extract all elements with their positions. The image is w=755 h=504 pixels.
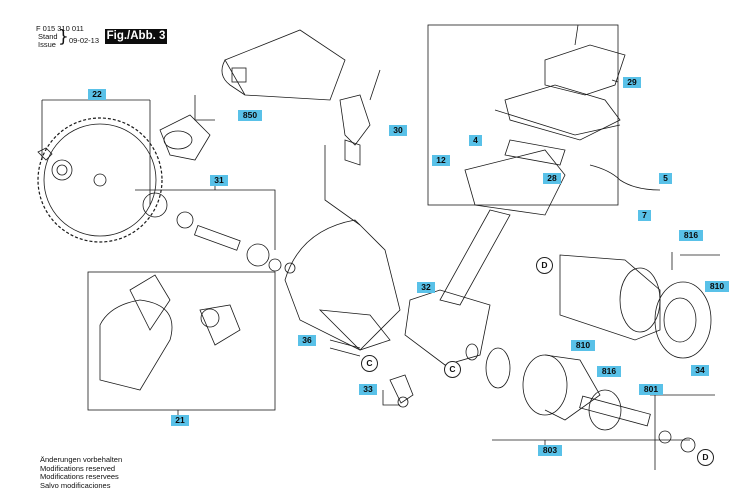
spindle-parts [142, 192, 296, 274]
callout-34: 34 [691, 365, 709, 376]
stator [465, 343, 601, 421]
callout-850: 850 [238, 110, 262, 121]
footer-notice: Änderungen vorbehalten Modifications res… [40, 455, 123, 490]
callout-810-top: 810 [705, 281, 729, 292]
switch-assembly [339, 69, 381, 166]
callout-30: 30 [389, 125, 407, 136]
saw-blade [37, 117, 163, 243]
marker-d-upper: D [536, 257, 553, 274]
callout-32: 32 [417, 282, 435, 293]
clamp-part [389, 374, 414, 408]
armature [579, 389, 696, 453]
callout-33: 33 [359, 384, 377, 395]
callout-36: 36 [298, 335, 316, 346]
callout-31: 31 [210, 175, 228, 186]
leader-bracket-22 [41, 99, 151, 205]
marker-d-lower: D [697, 449, 714, 466]
power-cable [589, 164, 661, 191]
callout-803: 803 [538, 445, 562, 456]
issue-date: 09-02-13 [69, 36, 100, 45]
callout-816-bottom: 816 [597, 366, 621, 377]
callout-12: 12 [432, 155, 450, 166]
issue-label: Issue [38, 40, 56, 49]
handle-cover [494, 44, 626, 141]
footer-line-fr: Modifications reservees [40, 472, 119, 482]
callout-22: 22 [88, 89, 106, 100]
upper-blade-guard [284, 219, 401, 351]
motor-housing [559, 254, 661, 341]
figure-label: Fig./Abb. 3 [105, 29, 167, 44]
marker-c-left: C [361, 355, 378, 372]
callout-816-top: 816 [679, 230, 703, 241]
part-number: F 015 310 011 [36, 24, 84, 33]
footer-line-en: Modifications reserved [40, 463, 116, 473]
handle-body [464, 139, 566, 216]
arm-column [404, 209, 511, 366]
footer-line-es: Salvo modificaciones [40, 480, 111, 490]
lower-blade-guard [99, 274, 241, 391]
dust-bag [221, 29, 346, 101]
brace-symbol: } [58, 27, 69, 47]
motor-end-cap [654, 281, 712, 359]
callout-810-bottom: 810 [571, 340, 595, 351]
callout-801: 801 [639, 384, 663, 395]
callout-29: 29 [623, 77, 641, 88]
callout-5: 5 [659, 173, 672, 184]
footer-line-de: Änderungen vorbehalten [40, 455, 123, 464]
marker-c-right: C [444, 361, 461, 378]
stand-label: Stand [38, 32, 58, 41]
callout-21: 21 [171, 415, 189, 426]
callout-7: 7 [638, 210, 651, 221]
callout-4: 4 [469, 135, 482, 146]
dust-adapter [159, 114, 211, 161]
callout-28: 28 [543, 173, 561, 184]
blade-flange [37, 147, 73, 181]
